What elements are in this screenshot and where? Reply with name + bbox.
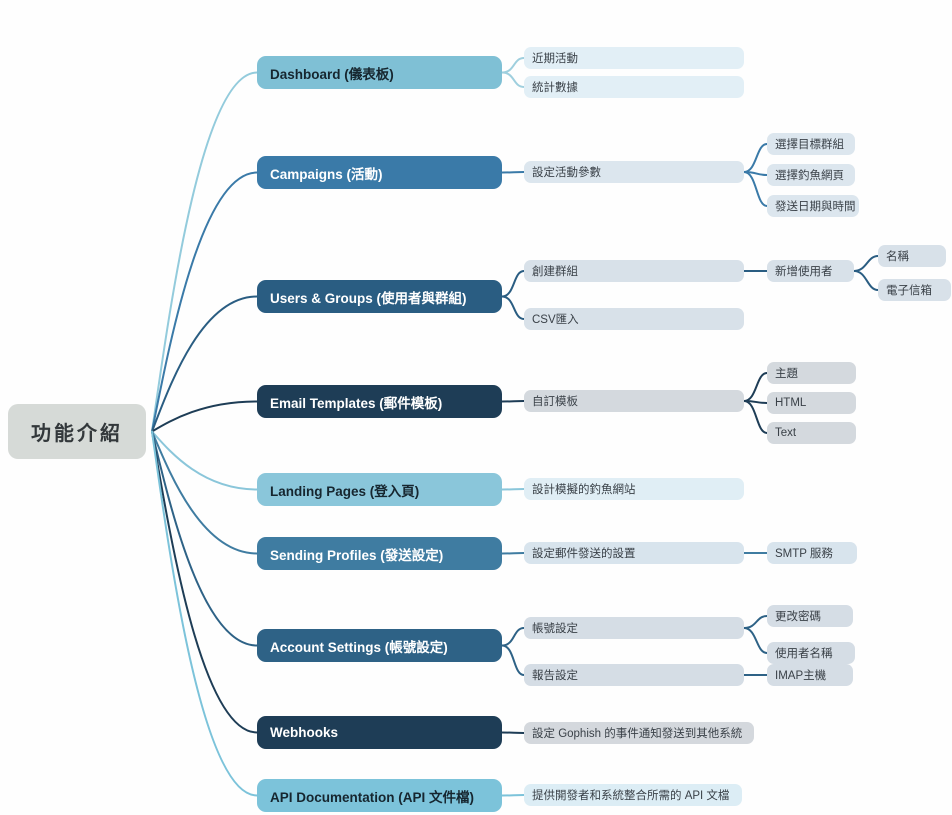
edge-users-to-u2	[501, 295, 525, 320]
node-c1[interactable]: 設定活動參數	[524, 161, 744, 183]
node-c1c[interactable]: 發送日期與時間	[767, 195, 859, 217]
edge-e1-to-e1c	[743, 400, 768, 434]
node-u1a1[interactable]: 名稱	[878, 245, 946, 267]
edge-a1-to-a1a	[743, 615, 768, 629]
node-email[interactable]: Email Templates (郵件模板)	[257, 385, 502, 418]
node-dashboard[interactable]: Dashboard (儀表板)	[257, 56, 502, 89]
node-a2[interactable]: 報告設定	[524, 664, 744, 686]
edge-root-to-api	[151, 430, 258, 797]
edge-api-to-p1	[501, 794, 525, 797]
edge-landing-to-l1	[501, 488, 525, 491]
edge-root-to-users	[151, 295, 258, 433]
edge-a1-to-a1b	[743, 627, 768, 654]
edge-c1-to-c1a	[743, 143, 768, 173]
node-s1[interactable]: 設定郵件發送的設置	[524, 542, 744, 564]
edge-account-to-a1	[501, 627, 525, 647]
edge-root-to-campaigns	[151, 171, 258, 433]
node-c1a[interactable]: 選擇目標群組	[767, 133, 855, 155]
edge-root-to-landing	[151, 430, 258, 491]
edge-e1-to-e1a	[743, 372, 768, 402]
node-w1[interactable]: 設定 Gophish 的事件通知發送到其他系統	[524, 722, 754, 744]
node-e1b[interactable]: HTML	[767, 392, 856, 414]
edge-root-to-dashboard	[151, 71, 258, 433]
node-l1[interactable]: 設計模擬的釣魚網站	[524, 478, 744, 500]
edge-root-to-account	[151, 430, 258, 647]
node-campaigns[interactable]: Campaigns (活動)	[257, 156, 502, 189]
node-s1a[interactable]: SMTP 服務	[767, 542, 857, 564]
node-d2[interactable]: 統計數據	[524, 76, 744, 98]
edge-dashboard-to-d1	[501, 57, 525, 74]
edge-root-to-sending	[151, 430, 258, 555]
edge-sending-to-s1	[501, 552, 525, 555]
edge-account-to-a2	[501, 644, 525, 676]
node-a2a[interactable]: IMAP主機	[767, 664, 853, 686]
edge-email-to-e1	[501, 400, 525, 403]
node-users[interactable]: Users & Groups (使用者與群組)	[257, 280, 502, 313]
edge-u1a-to-u1a1	[853, 255, 879, 272]
edge-root-to-webhooks	[151, 430, 258, 734]
edge-root-to-email	[151, 400, 258, 433]
node-a1a[interactable]: 更改密碼	[767, 605, 853, 627]
node-webhooks[interactable]: Webhooks	[257, 716, 502, 749]
node-root[interactable]: 功能介紹	[8, 404, 146, 459]
node-u2[interactable]: CSV匯入	[524, 308, 744, 330]
node-u1[interactable]: 創建群組	[524, 260, 744, 282]
node-a1[interactable]: 帳號設定	[524, 617, 744, 639]
node-u1a2[interactable]: 電子信箱	[878, 279, 951, 301]
node-sending[interactable]: Sending Profiles (發送設定)	[257, 537, 502, 570]
edge-u1a-to-u1a2	[853, 270, 879, 291]
node-e1c[interactable]: Text	[767, 422, 856, 444]
node-u1a[interactable]: 新增使用者	[767, 260, 854, 282]
node-account[interactable]: Account Settings (帳號設定)	[257, 629, 502, 662]
node-e1[interactable]: 自訂模板	[524, 390, 744, 412]
edge-users-to-u1	[501, 270, 525, 298]
edge-dashboard-to-d2	[501, 71, 525, 88]
edge-webhooks-to-w1	[501, 731, 525, 734]
edge-c1-to-c1c	[743, 171, 768, 207]
node-a1b[interactable]: 使用者名稱	[767, 642, 855, 664]
node-api[interactable]: API Documentation (API 文件檔)	[257, 779, 502, 812]
node-c1b[interactable]: 選擇釣魚網頁	[767, 164, 855, 186]
node-p1[interactable]: 提供開發者和系統整合所需的 API 文檔	[524, 784, 742, 806]
node-e1a[interactable]: 主題	[767, 362, 856, 384]
node-d1[interactable]: 近期活動	[524, 47, 744, 69]
node-landing[interactable]: Landing Pages (登入頁)	[257, 473, 502, 506]
edge-campaigns-to-c1	[501, 171, 525, 174]
